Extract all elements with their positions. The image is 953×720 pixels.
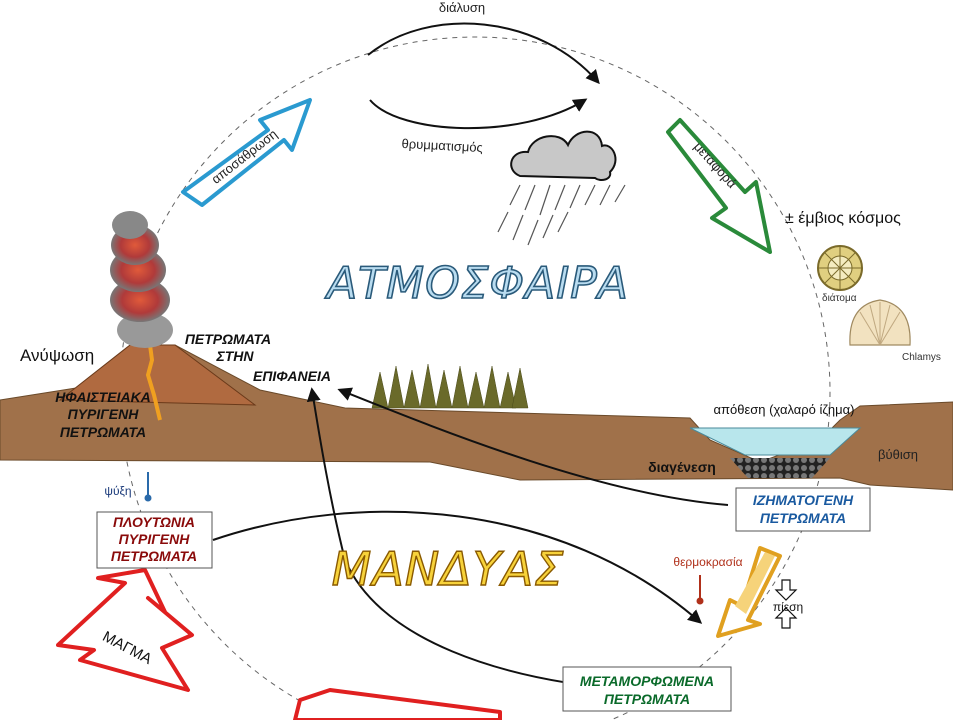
label-emvios: ± έμβιος κόσμος xyxy=(785,210,901,227)
label-hfaisteiaka-3: ΠΕΤΡΩΜΑΤΑ xyxy=(60,424,146,440)
label-chlamys: Chlamys xyxy=(902,352,941,363)
metamorphic-to-surface-arrow xyxy=(306,387,631,691)
sedimentary-rocks-box xyxy=(735,487,871,532)
label-ploutonia-3: ΠΕΤΡΩΜΑΤΑ xyxy=(111,548,197,564)
metamorphic-rocks-box xyxy=(562,666,732,712)
label-dialysi: διάλυση xyxy=(439,0,485,15)
fragmentation-arrow xyxy=(369,98,588,130)
pressure-down-icon xyxy=(774,579,798,601)
diatom-icon xyxy=(817,245,863,291)
label-diatoma: διάτομα xyxy=(822,292,857,304)
label-epifaneia-1: ΠΕΤΡΩΜΑΤΑ xyxy=(185,331,271,347)
rain-cloud-icon xyxy=(497,130,626,246)
label-thrymmatismos: θρυμματισμός xyxy=(401,136,483,155)
metamorphic-arrow-inner xyxy=(735,552,775,614)
lake xyxy=(689,427,862,456)
label-ploutonia-2: ΠΥΡΙΓΕΝΗ xyxy=(119,531,191,547)
label-izimatogeni-1: ΙΖΗΜΑΤΟΓΕΝΗ xyxy=(753,492,854,508)
label-epifaneia-3: ΕΠΙΦΑΝΕΙΑ xyxy=(253,368,331,384)
magma-arrow xyxy=(56,568,194,692)
label-izimatogeni-2: ΠΕΤΡΩΜΑΤΑ xyxy=(760,510,846,526)
transport-arrow xyxy=(666,118,772,254)
forest xyxy=(371,363,529,409)
label-anypsosi: Ανύψωση xyxy=(20,346,94,365)
chlamys-shell-icon xyxy=(849,299,911,346)
thermometer-heat-icon xyxy=(696,575,704,605)
magma-lower-arrow xyxy=(293,688,502,720)
plutonic-rocks-box xyxy=(96,511,213,569)
label-hfaisteiaka-1: ΗΦΑΙΣΤΕΙΑΚΑ xyxy=(55,389,151,405)
plutonic-to-metamorphic-arrow xyxy=(212,510,703,624)
label-mandyas: ΜΑΝΔΥΑΣ xyxy=(332,542,565,596)
dissolution-arrow xyxy=(367,22,600,85)
label-hfaisteiaka-2: ΠΥΡΙΓΕΝΗ xyxy=(68,406,140,422)
pressure-up-icon xyxy=(774,607,798,629)
label-psyxi: ψύξη xyxy=(104,484,131,498)
label-metamorfomena-1: ΜΕΤΑΜΟΡΦΩΜΕΝΑ xyxy=(580,673,714,689)
lava-stream xyxy=(145,344,162,421)
label-metamorfomena-2: ΠΕΤΡΩΜΑΤΑ xyxy=(604,691,690,707)
sedimentary-to-surface-arrow xyxy=(337,387,729,506)
label-thermokrasia: θερμοκρασία xyxy=(673,555,742,569)
label-diagenesi: διαγένεση xyxy=(648,459,716,475)
eruption-plume xyxy=(110,211,173,348)
sediment-gravel xyxy=(730,458,830,478)
label-apothrosi: αποσάθρωση xyxy=(208,126,280,187)
thermometer-cooling-icon xyxy=(144,472,152,502)
label-piesi: πίεση xyxy=(773,600,803,614)
label-apothesi: απόθεση (χαλαρό ίζημα) xyxy=(714,402,855,417)
label-atmosfaira: ΑΤΜΟΣΦΑΙΡΑ xyxy=(324,258,629,309)
label-vythisi: βύθιση xyxy=(878,447,918,462)
volcano-cone xyxy=(58,344,257,406)
weathering-arrow xyxy=(181,98,312,207)
label-ploutonia-1: ΠΛΟΥΤΩΝΙΑ xyxy=(113,514,195,530)
label-epifaneia-2: ΣΤΗΝ xyxy=(215,348,254,364)
